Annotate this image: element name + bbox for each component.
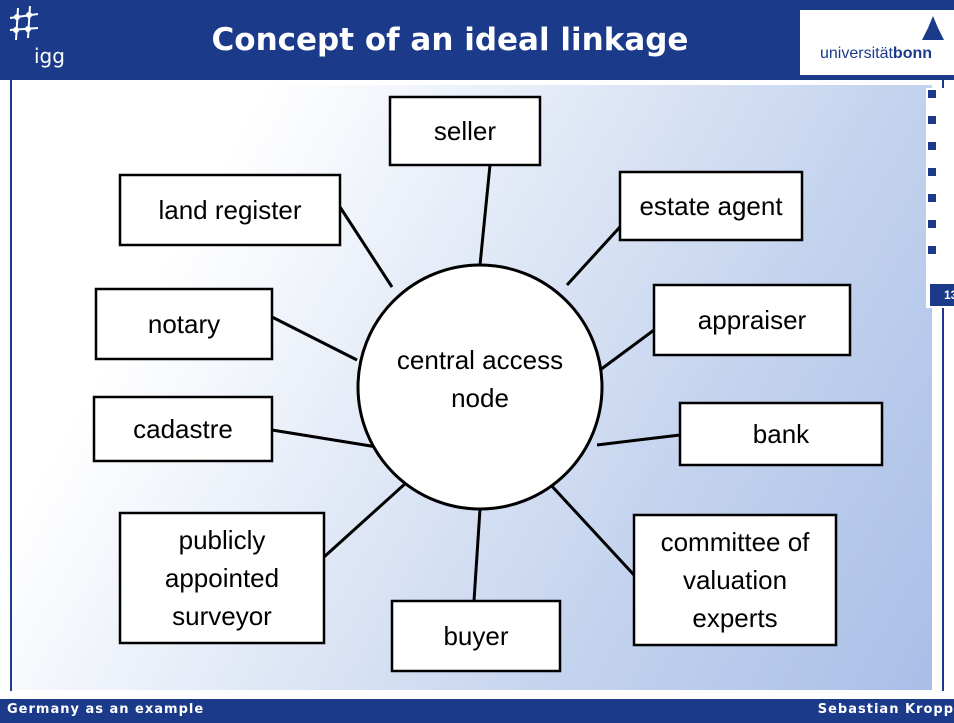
node-land-register: land register: [118, 173, 342, 247]
slide-title: Concept of an ideal linkage: [211, 22, 689, 58]
node-label-line: experts: [692, 603, 777, 633]
node-label-line: land register: [158, 195, 301, 225]
slide-number-badge: 13: [930, 284, 954, 306]
connector-cadastre: [271, 428, 378, 449]
side-bullet: [928, 90, 936, 98]
university-bonn-wordmark: universitätbonn: [820, 45, 933, 62]
slide-header: igg Concept of an ideal linkage universi…: [0, 0, 954, 80]
node-cadastre: cadastre: [92, 395, 274, 463]
linkage-diagram: central access node seller estate agent app…: [12, 85, 932, 690]
connector-committee-of-valuation-experts: [535, 468, 636, 577]
node-label-line: buyer: [443, 621, 508, 651]
central-node-label-line: central access: [397, 345, 563, 375]
node-committee-of-valuation-experts: committee of valuation experts: [632, 513, 838, 647]
node-box: [652, 283, 852, 357]
node-label-line: appraiser: [698, 305, 807, 335]
node-label-line: bank: [753, 419, 810, 449]
node-label-line: appointed: [165, 563, 279, 593]
side-bullet-list: [926, 88, 954, 308]
connector-seller: [478, 164, 492, 266]
node-appraiser: appraiser: [652, 283, 852, 357]
node-seller: seller: [388, 95, 542, 167]
igg-network-logo-icon: [9, 5, 39, 41]
side-bullet: [928, 194, 936, 202]
side-bullet: [928, 246, 936, 254]
node-publicly-appointed-surveyor: publicly appointed surveyor: [118, 511, 326, 645]
node-label-line: publicly: [179, 525, 266, 555]
university-bonn-logo: universitätbonn: [800, 10, 954, 75]
connector-appraiser: [599, 328, 655, 372]
connector-land-register: [338, 206, 394, 288]
node-box: [118, 511, 326, 645]
side-bullet: [928, 142, 936, 150]
connectors: [271, 164, 681, 602]
side-bullet: [928, 168, 936, 176]
node-box: [118, 173, 342, 247]
connector-bank: [596, 433, 681, 447]
node-estate-agent: estate agent: [618, 170, 804, 242]
diagram-svg: central access node seller estate agent app…: [92, 95, 884, 673]
outer-nodes: seller estate agent appraiser bank committee…: [92, 95, 884, 673]
node-label-line: estate agent: [639, 191, 783, 221]
node-bank: bank: [678, 401, 884, 467]
igg-logo-text: igg: [34, 44, 65, 68]
footer-topic: Germany as an example: [7, 702, 205, 717]
node-label-line: valuation: [683, 565, 787, 595]
node-notary: notary: [94, 287, 274, 361]
central-node-circle: [356, 263, 604, 511]
university-bonn-building-icon: [922, 16, 944, 40]
node-box: [94, 287, 274, 361]
side-bullet: [928, 220, 936, 228]
side-bullet: [928, 116, 936, 124]
central-node-label-line: node: [451, 383, 509, 413]
connector-notary: [271, 315, 358, 362]
node-box: [390, 599, 562, 673]
node-box: [632, 513, 838, 647]
node-label-line: surveyor: [172, 601, 272, 631]
node-box: [618, 170, 804, 242]
node-box: [92, 395, 274, 463]
connector-buyer: [472, 508, 482, 602]
node-label-line: committee of: [661, 527, 811, 557]
node-box: [678, 401, 884, 467]
node-box: [388, 95, 542, 167]
central-access-node: central access node: [356, 263, 604, 511]
node-label-line: seller: [434, 116, 496, 146]
node-buyer: buyer: [390, 599, 562, 673]
footer-author: Sebastian Kropp: [817, 702, 954, 717]
igg-logo: igg: [4, 4, 94, 74]
node-label-line: notary: [148, 309, 220, 339]
slide-footer: Germany as an example Sebastian Kropp: [0, 699, 954, 723]
node-label-line: cadastre: [133, 414, 233, 444]
connector-publicly-appointed-surveyor: [322, 471, 419, 559]
